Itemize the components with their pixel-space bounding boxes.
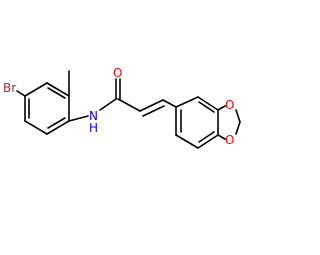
vinyl-double-bond bbox=[139, 99, 164, 112]
dioxole-oxygen-bottom-label: O bbox=[225, 133, 234, 147]
molecule-structure: Br N H O O O bbox=[3, 66, 241, 149]
structure-canvas: Br N H O O O bbox=[3, 66, 241, 149]
ring-a-inner-bond bbox=[47, 87, 66, 99]
ring-b-bond bbox=[197, 134, 219, 149]
dioxole-bond bbox=[235, 121, 241, 135]
ring-a-bond bbox=[24, 120, 48, 135]
dioxole-bond bbox=[217, 134, 226, 140]
carbon-bromine-bond bbox=[16, 90, 26, 97]
ring-b-inner-bond bbox=[198, 101, 215, 113]
ring-b-bond bbox=[197, 96, 219, 111]
atom-labels: Br N H O O O bbox=[3, 66, 234, 147]
bonds bbox=[16, 70, 241, 149]
vinyl-double-bond bbox=[142, 105, 165, 117]
ring-b-bond bbox=[175, 134, 199, 149]
aryl-nitrogen-bond bbox=[68, 115, 89, 122]
dioxole-oxygen-top-label: O bbox=[225, 98, 234, 112]
amide-bond bbox=[99, 98, 117, 111]
vinyl-aryl-bond bbox=[162, 99, 177, 108]
ring-a-inner-bond bbox=[47, 117, 66, 129]
amide-hydrogen-label: H bbox=[89, 121, 98, 135]
dioxole-bond bbox=[235, 109, 241, 123]
ring-a-bond bbox=[24, 82, 48, 97]
vinyl-bond bbox=[117, 98, 141, 112]
ring-b-bond bbox=[175, 96, 199, 108]
amide-nitrogen-label: N bbox=[89, 109, 98, 123]
bromine-label: Br bbox=[3, 81, 16, 95]
ring-b-inner-bond bbox=[198, 131, 215, 143]
carbonyl-oxygen-label: O bbox=[113, 66, 122, 80]
dioxole-bond bbox=[217, 105, 226, 111]
ring-a-bond bbox=[46, 82, 70, 97]
ring-a-bond bbox=[46, 120, 70, 135]
